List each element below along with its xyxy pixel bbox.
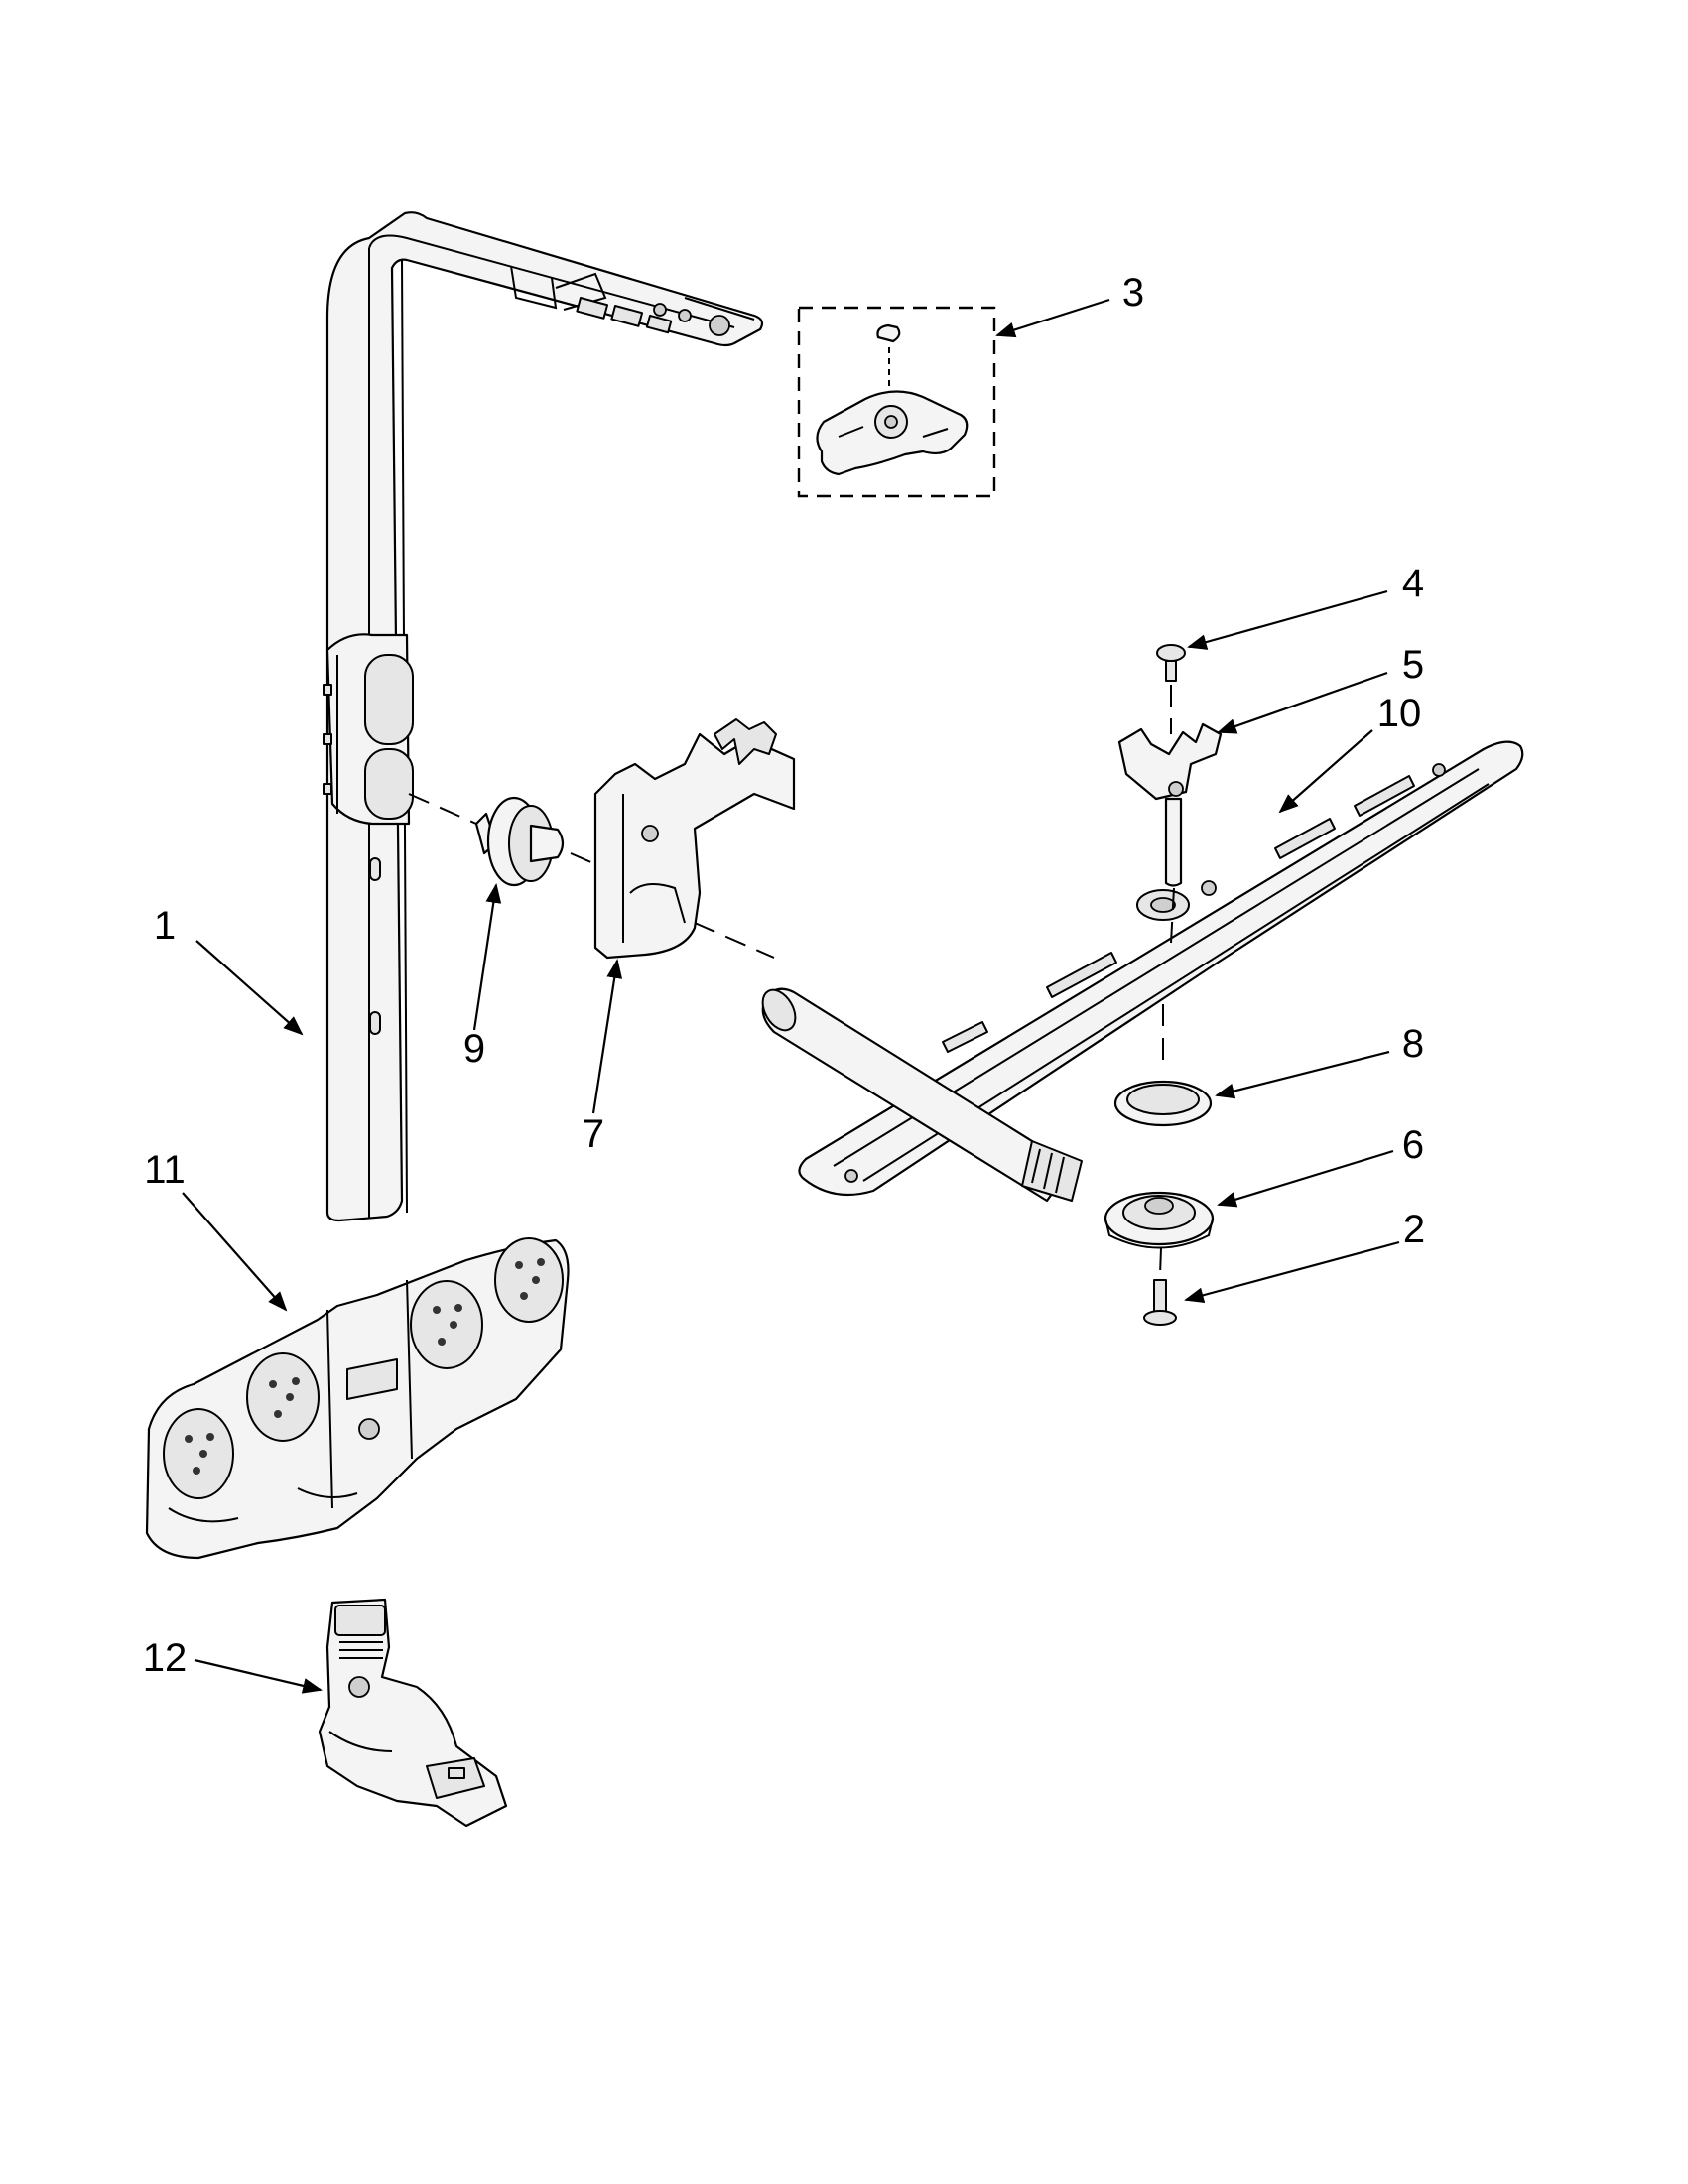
- callout-7: 7: [583, 1112, 604, 1156]
- leader-11: [182, 1192, 288, 1312]
- callout-4: 4: [1402, 562, 1424, 605]
- callout-5: 5: [1402, 643, 1424, 687]
- part-10-spray-arm: [798, 740, 1524, 1197]
- part-2-screw: [1143, 1279, 1177, 1326]
- leader-1: [195, 940, 304, 1036]
- part-9-fitting: [474, 796, 565, 887]
- callout-6: 6: [1402, 1123, 1424, 1167]
- part-3-detail-box: [797, 306, 996, 498]
- callout-11: 11: [144, 1148, 186, 1192]
- leader-10: [1278, 729, 1373, 814]
- callout-2: 2: [1403, 1208, 1425, 1251]
- leader-4: [1187, 589, 1388, 650]
- part-4-screw: [1156, 644, 1186, 682]
- part-7-bracket: [593, 718, 796, 960]
- callout-10: 10: [1377, 692, 1422, 735]
- part-1-supply-tube: [323, 211, 764, 1222]
- callout-3: 3: [1122, 271, 1144, 315]
- leader-3: [995, 298, 1110, 338]
- leader-8: [1215, 1050, 1390, 1099]
- leader-7: [591, 959, 623, 1114]
- part-3-clip: [816, 323, 969, 476]
- callout-1: 1: [154, 904, 176, 948]
- leader-6: [1217, 1149, 1394, 1208]
- assembly-axis-horizontal: [408, 793, 775, 959]
- part-5-clip: [1117, 722, 1223, 887]
- part-6-hub: [1104, 1191, 1215, 1249]
- part-8-seal-ring: [1113, 1080, 1213, 1127]
- leader-5: [1217, 671, 1388, 734]
- callout-12: 12: [143, 1636, 188, 1680]
- part-12-nozzle: [318, 1598, 508, 1828]
- leader-9: [472, 883, 502, 1031]
- callout-labels: 1 2 3 4 5 6 7 8 9 10 11 12: [143, 271, 1425, 1680]
- leader-12: [194, 1658, 323, 1694]
- leader-lines: [182, 298, 1400, 1694]
- part-11-spray-manifold: [145, 1237, 570, 1560]
- lower-supply-tube: [761, 987, 1083, 1203]
- callout-8: 8: [1402, 1022, 1424, 1066]
- leader-2: [1184, 1240, 1400, 1304]
- callout-9: 9: [463, 1027, 485, 1071]
